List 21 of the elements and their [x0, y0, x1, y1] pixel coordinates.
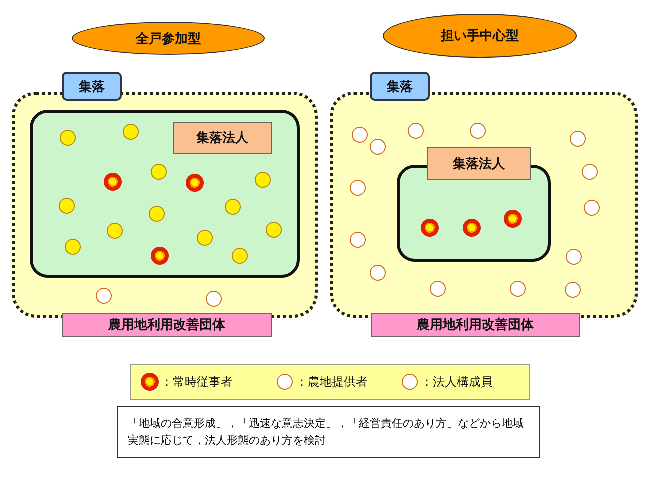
village-tab	[62, 72, 122, 101]
label-text: 集落法人	[196, 130, 248, 147]
village-tab	[370, 72, 430, 101]
association-label	[62, 313, 272, 337]
legend-text: ：法人構成員	[421, 374, 493, 391]
corporation-label	[427, 147, 531, 180]
label-text: 集落	[79, 78, 105, 96]
village-area	[330, 92, 638, 318]
legend-text: ：常時従事者	[161, 374, 233, 391]
label-text: 担い手中心型	[441, 28, 519, 45]
label-text: 集落	[387, 78, 413, 96]
note-box: 「地域の合意形成」，「迅速な意志決定」，「経営責任のあり方」などから地域実態に応じて，法人形態のあり方を検討	[117, 406, 540, 458]
label-text: 農用地利用改善団体	[417, 316, 534, 334]
village-area	[12, 92, 318, 318]
association-label	[371, 313, 580, 337]
corporation-label	[173, 122, 272, 154]
label-text: 全戸参加型	[136, 30, 201, 48]
legend-text: ：農地提供者	[296, 374, 368, 391]
label-text: 農用地利用改善団体	[108, 316, 226, 334]
label-text: 集落法人	[453, 156, 505, 172]
corporation-area	[30, 110, 300, 278]
